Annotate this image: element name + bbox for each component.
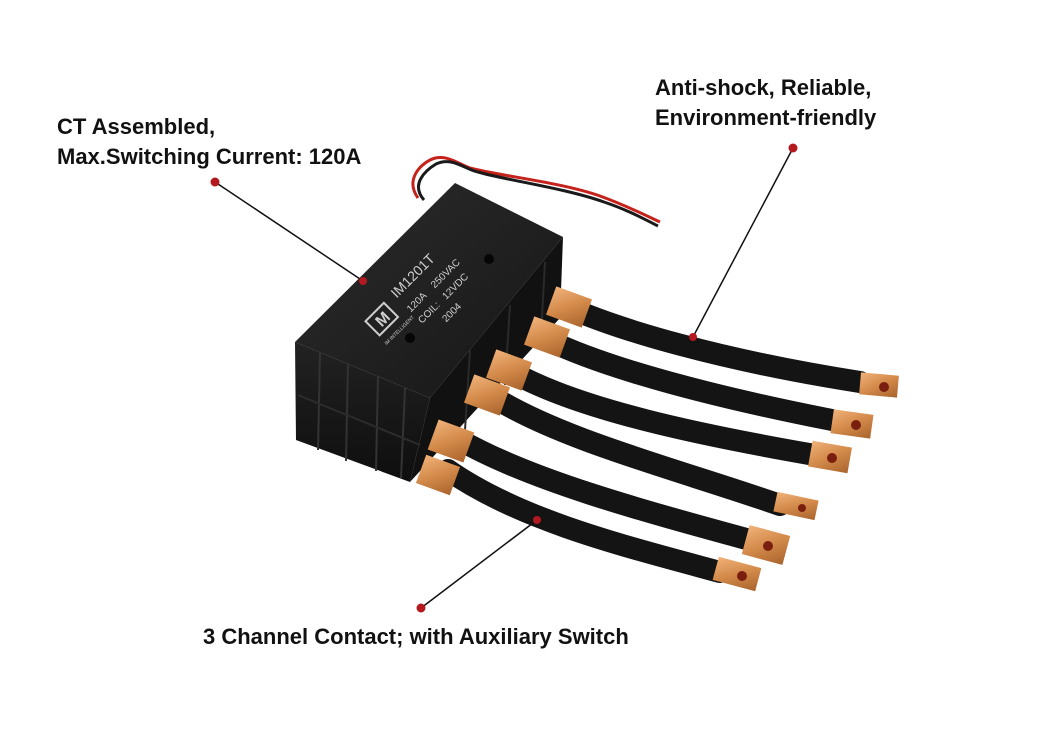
logo-icon xyxy=(364,301,400,337)
marker-top-right xyxy=(788,143,798,153)
leader-line-bottom xyxy=(420,519,538,609)
leader-lines xyxy=(210,143,798,613)
leader-line-top-left xyxy=(214,181,364,282)
coil-wires xyxy=(411,155,661,228)
callout-anti-shock: Anti-shock, Reliable, Environment-friend… xyxy=(655,73,876,133)
contact-cables xyxy=(415,286,899,592)
leader-line-top-right xyxy=(692,147,794,338)
callout-line-2: Environment-friendly xyxy=(655,105,877,130)
callout-line-2: Max.Switching Current: 120A xyxy=(57,144,362,169)
marker-bottom xyxy=(416,603,426,613)
marker-housing xyxy=(359,277,367,285)
marker-top-left xyxy=(210,177,220,187)
callout-3-channel-contact: 3 Channel Contact; with Auxiliary Switch xyxy=(203,622,629,652)
callout-line-1: Anti-shock, Reliable, xyxy=(655,75,872,100)
callout-line-1: CT Assembled, xyxy=(57,114,216,139)
marker-cable xyxy=(689,333,697,341)
marker-contact xyxy=(533,516,541,524)
relay-housing xyxy=(295,183,563,482)
callout-line-1: 3 Channel Contact; with Auxiliary Switch xyxy=(203,624,629,649)
callout-ct-assembled: CT Assembled, Max.Switching Current: 120… xyxy=(57,112,361,172)
